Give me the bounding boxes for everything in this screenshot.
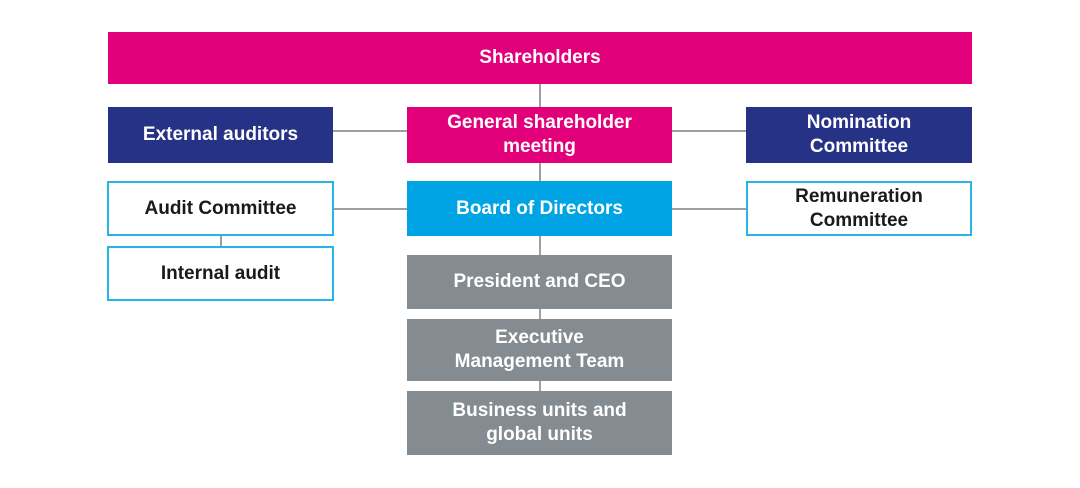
internal-audit-box: Internal audit bbox=[107, 246, 334, 301]
president-ceo-box: President and CEO bbox=[407, 255, 672, 309]
executive-team-box: Executive Management Team bbox=[407, 319, 672, 381]
connector-meeting-nomination bbox=[671, 130, 747, 132]
nomination-committee-box: Nomination Committee bbox=[746, 107, 972, 163]
executive-team-label: Executive Management Team bbox=[454, 327, 625, 372]
president-ceo-label: President and CEO bbox=[453, 271, 626, 292]
connector-audit-internal bbox=[220, 235, 222, 247]
connector-shareholders-meeting bbox=[539, 84, 541, 108]
connector-audit-board bbox=[333, 208, 408, 210]
shareholders-box: Shareholders bbox=[108, 32, 972, 84]
remuneration-committee-box: Remuneration Committee bbox=[746, 181, 972, 236]
board-of-directors-label: Board of Directors bbox=[456, 197, 623, 219]
business-units-label: Business units and global units bbox=[452, 400, 627, 445]
board-of-directors-box: Board of Directors bbox=[407, 181, 672, 236]
general-meeting-box: General shareholder meeting bbox=[407, 107, 672, 163]
connector-meeting-board bbox=[539, 162, 541, 181]
external-auditors-label: External auditors bbox=[142, 124, 299, 145]
internal-audit-label: Internal audit bbox=[160, 262, 281, 284]
remuneration-committee-label: Remuneration Committee bbox=[795, 185, 923, 231]
nomination-committee-label: Nomination Committee bbox=[806, 112, 912, 157]
audit-committee-box: Audit Committee bbox=[107, 181, 334, 236]
connector-executive-business bbox=[539, 381, 541, 391]
business-units-box: Business units and global units bbox=[407, 391, 672, 455]
external-auditors-box: External auditors bbox=[108, 107, 333, 163]
audit-committee-label: Audit Committee bbox=[144, 197, 297, 219]
shareholders-label: Shareholders bbox=[479, 47, 601, 68]
connector-ceo-executive bbox=[539, 309, 541, 319]
connector-board-remuneration bbox=[671, 208, 747, 210]
general-meeting-label: General shareholder meeting bbox=[447, 112, 632, 157]
connector-board-ceo bbox=[539, 236, 541, 255]
connector-auditors-meeting bbox=[333, 130, 408, 132]
